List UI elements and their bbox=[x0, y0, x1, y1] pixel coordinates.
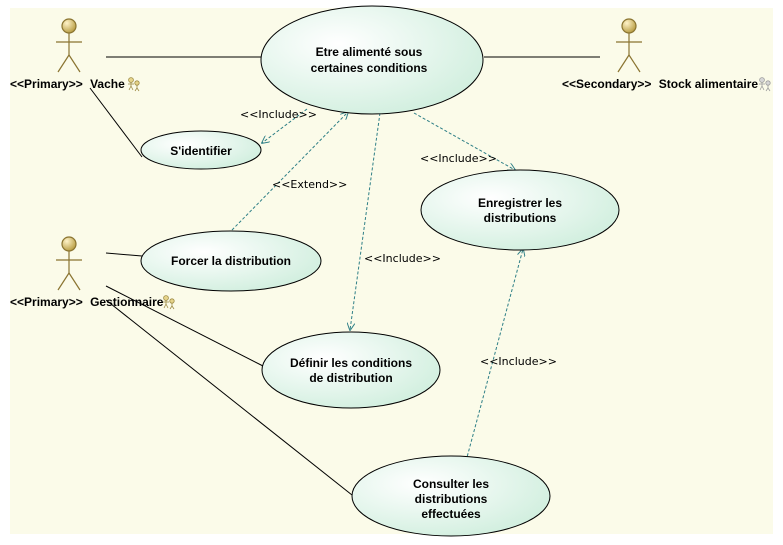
use-case-identifier[interactable]: S'identifier bbox=[140, 130, 262, 170]
associations bbox=[89, 56, 600, 496]
association-vache-identifier[interactable] bbox=[89, 87, 143, 158]
use-case-etre-alimente[interactable]: Etre alimenté sous certaines conditions bbox=[260, 5, 484, 115]
actor-vache[interactable]: <<Primary>> Vache bbox=[10, 18, 140, 92]
actor-vache-name: Vache bbox=[90, 77, 125, 91]
actor-gestionnaire[interactable]: <<Primary>> Gestionnaire bbox=[10, 236, 175, 310]
association-gestionnaire-definir[interactable] bbox=[105, 285, 264, 367]
actor-gestionnaire-label: <<Primary>> Gestionnaire bbox=[10, 295, 164, 309]
actor-stock-alimentaire[interactable]: <<Secondary>> Stock alimentaire bbox=[562, 18, 771, 92]
actor-vache-label: <<Primary>> Vache bbox=[10, 77, 125, 91]
use-case-consulter-line1: Consulter les bbox=[413, 477, 489, 491]
actor-vache-stereotype: <<Primary>> bbox=[10, 77, 83, 91]
extend-arrow-forcer[interactable] bbox=[231, 112, 348, 231]
use-case-enregistrer-line1: Enregistrer les bbox=[478, 196, 562, 210]
dependency-labels: <<Include>> <<Include>> <<Extend>> <<Inc… bbox=[240, 108, 557, 368]
use-case-definir-line2: de distribution bbox=[309, 371, 392, 385]
use-case-enregistrer-line2: distributions bbox=[484, 211, 557, 225]
use-case-etre-alimente-line2: certaines conditions bbox=[311, 61, 428, 75]
use-case-definir[interactable]: Définir les conditions de distribution bbox=[261, 331, 441, 409]
actor-gestionnaire-stereotype: <<Primary>> bbox=[10, 295, 83, 309]
actor-mini-icon bbox=[759, 77, 771, 92]
association-gestionnaire-forcer[interactable] bbox=[105, 252, 143, 257]
stick-figure-icon bbox=[56, 236, 82, 291]
actor-stock-name: Stock alimentaire bbox=[659, 77, 759, 91]
association-gestionnaire-consulter[interactable] bbox=[105, 299, 353, 496]
include-label-consulter: <<Include>> bbox=[480, 355, 557, 368]
use-case-forcer-line1: Forcer la distribution bbox=[171, 254, 291, 268]
dependencies bbox=[231, 108, 523, 462]
use-case-consulter-line3: effectuées bbox=[421, 507, 481, 521]
use-case-definir-line1: Définir les conditions bbox=[290, 356, 412, 370]
include-label-identifier: <<Include>> bbox=[240, 108, 317, 121]
use-case-consulter[interactable]: Consulter les distributions effectuées bbox=[351, 455, 551, 537]
actor-stock-label: <<Secondary>> Stock alimentaire bbox=[562, 77, 758, 91]
stick-figure-icon bbox=[616, 18, 642, 73]
include-arrow-identifier[interactable] bbox=[262, 108, 308, 143]
use-case-consulter-line2: distributions bbox=[415, 492, 488, 506]
include-arrow-consulter[interactable] bbox=[465, 249, 523, 462]
actor-gestionnaire-name: Gestionnaire bbox=[90, 295, 164, 309]
use-case-etre-alimente-line1: Etre alimenté sous bbox=[316, 45, 423, 59]
include-arrow-definir[interactable] bbox=[350, 112, 381, 330]
include-arrow-enregistrer[interactable] bbox=[413, 112, 515, 170]
use-case-enregistrer[interactable]: Enregistrer les distributions bbox=[420, 169, 620, 251]
use-case-identifier-line1: S'identifier bbox=[170, 144, 232, 158]
actor-stock-stereotype: <<Secondary>> bbox=[562, 77, 651, 91]
actor-mini-icon bbox=[163, 295, 175, 310]
stick-figure-icon bbox=[56, 18, 82, 73]
use-case-forcer[interactable]: Forcer la distribution bbox=[140, 230, 322, 292]
actor-mini-icon bbox=[128, 77, 140, 92]
include-label-definir: <<Include>> bbox=[364, 252, 441, 265]
include-label-enregistrer: <<Include>> bbox=[420, 152, 497, 165]
extend-label-forcer: <<Extend>> bbox=[272, 178, 347, 191]
